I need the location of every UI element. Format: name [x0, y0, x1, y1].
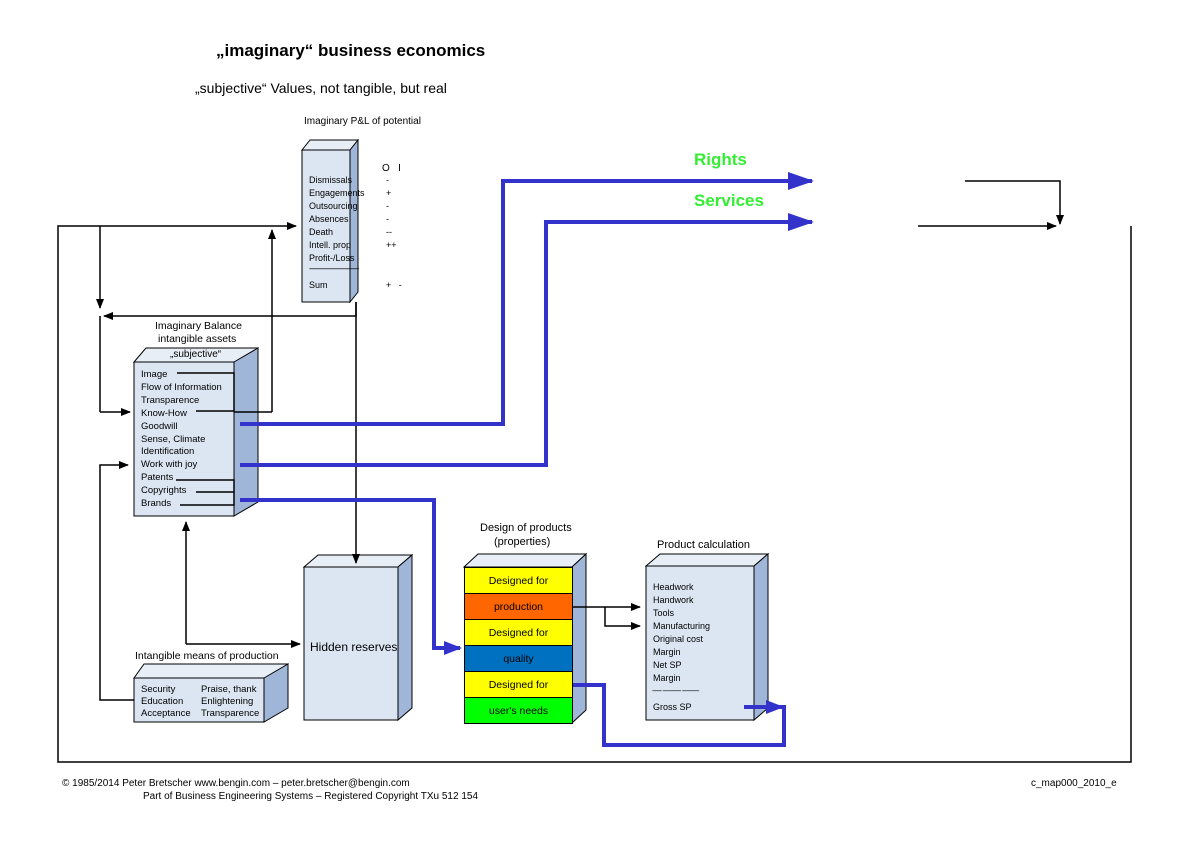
calc-row: Handwork — [653, 595, 694, 605]
means-item: Acceptance — [141, 708, 191, 719]
services-label: Services — [694, 191, 764, 210]
pl-row-label: Dismissals — [309, 175, 353, 185]
pl-row-label: Profit-/Loss — [309, 253, 355, 263]
pl-header: O I — [382, 163, 401, 174]
pl-row-label: Death — [309, 227, 334, 237]
design-cell: quality — [464, 645, 573, 672]
pl-row-label: Outsourcing — [309, 201, 358, 211]
hidden-reserves-label: Hidden reserves — [310, 640, 398, 654]
pl-caption: Imaginary P&L of potential — [304, 116, 421, 127]
design-cell: user's needs — [464, 697, 573, 724]
balance-item: Transparence — [141, 394, 200, 406]
pl-row-value: + — [386, 188, 392, 198]
design-cell: Designed for — [464, 619, 573, 646]
design-caption-1: Design of products — [480, 522, 572, 534]
services-flow-arrow — [240, 213, 814, 467]
balance-item: Know-How — [141, 407, 187, 419]
footer-line-2: Part of Business Engineering Systems – R… — [143, 791, 478, 802]
design-cell: production — [464, 593, 573, 620]
means-item: Education — [141, 696, 184, 707]
calc-separator: ------ ------------ ----------- — [652, 688, 699, 695]
balance-item: Goodwill — [141, 420, 178, 432]
calc-row: Original cost — [653, 634, 704, 644]
balance-box — [132, 347, 260, 517]
pl-box — [300, 138, 360, 304]
rights-flow-arrow — [240, 172, 814, 426]
design-box-frame — [462, 552, 588, 725]
calc-row: Manufacturing — [653, 621, 711, 631]
pl-row-label: Absences — [309, 214, 349, 224]
calc-gross: Gross SP — [653, 702, 692, 712]
means-caption: Intangible means of production — [135, 650, 279, 662]
balance-header: „subjective“ — [170, 349, 222, 360]
balance-item: Flow of Information — [141, 381, 222, 393]
black-connectors — [57, 180, 1132, 763]
calc-row: Net SP — [653, 660, 682, 670]
calc-row: Tools — [653, 608, 675, 618]
balance-caption-2: intangible assets — [158, 333, 237, 345]
pl-row-value: - — [386, 175, 389, 185]
calc-caption: Product calculation — [657, 539, 750, 551]
hidden-reserves-box — [302, 553, 414, 722]
pl-sum-value: + - — [386, 280, 402, 290]
calc-row: Headwork — [653, 582, 694, 592]
means-item: Enlightening — [201, 696, 254, 707]
footer-code: c_map000_2010_e — [1031, 778, 1117, 789]
pl-separator: ------------------------------------ — [309, 264, 359, 273]
design-flow-arrow — [240, 498, 462, 655]
calc-flow-line — [568, 683, 786, 747]
means-item: Praise, thank — [201, 684, 257, 695]
balance-item: Copyrights — [141, 485, 187, 497]
means-box — [133, 663, 289, 723]
balance-item: Brands — [141, 498, 172, 509]
pl-row-label: Engagements — [309, 188, 365, 198]
pl-row-value: - — [386, 214, 389, 224]
means-item: Transparence — [201, 708, 260, 719]
balance-item: Identification — [141, 446, 195, 458]
balance-item: Patents — [141, 472, 174, 484]
balance-item: Sense, Climate — [141, 433, 206, 445]
page-title: „imaginary“ business economics — [216, 41, 486, 60]
blue-flows — [240, 172, 814, 747]
calc-row: Margin — [653, 673, 681, 683]
design-caption-2: (properties) — [494, 536, 551, 548]
balance-item: Work with joy — [141, 459, 198, 471]
means-item: Security — [141, 684, 176, 695]
pl-row-value: ++ — [386, 240, 397, 250]
rights-label: Rights — [694, 150, 747, 169]
pl-row-value: -- — [386, 227, 392, 237]
balance-caption-1: Imaginary Balance — [155, 320, 242, 332]
design-cell: Designed for — [464, 567, 573, 594]
calc-box — [644, 552, 770, 722]
footer-line-1: © 1985/2014 Peter Bretscher www.bengin.c… — [62, 778, 410, 789]
calc-row: Margin — [653, 647, 681, 657]
design-cell: Designed for — [464, 671, 573, 698]
balance-item: Image — [141, 369, 168, 380]
pl-sum-label: Sum — [309, 280, 328, 290]
pl-row-label: Intell. prop — [309, 240, 352, 250]
pl-row-value: - — [386, 201, 389, 211]
page-subtitle: „subjective“ Values, not tangible, but r… — [195, 80, 447, 96]
